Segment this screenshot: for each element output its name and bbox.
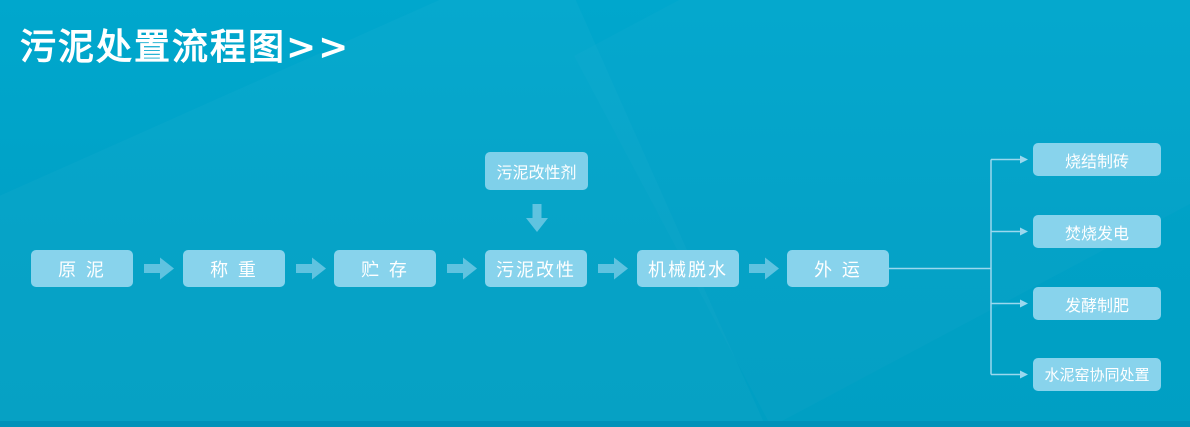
arrow-right-icon: [749, 257, 779, 280]
flow-step-raw-sludge: 原 泥: [31, 250, 133, 287]
branch-connector: [889, 155, 1028, 379]
outcome-cement-kiln-codisposal: 水泥窑协同处置: [1033, 358, 1161, 391]
arrow-right-icon: [598, 257, 628, 280]
page-title: 污泥处置流程图>>: [20, 27, 351, 68]
outcome-fermentation-fertilizer: 发酵制肥: [1033, 287, 1161, 320]
arrow-down-icon: [526, 204, 548, 232]
arrow-right-icon: [144, 257, 174, 280]
footer-strip: [0, 421, 1190, 427]
outcome-incineration-power: 焚烧发电: [1033, 215, 1161, 248]
outcome-sintered-brick: 烧结制砖: [1033, 143, 1161, 176]
flow-step-sludge-modification: 污泥改性: [485, 250, 587, 287]
flow-step-transport-out: 外 运: [787, 250, 889, 287]
flow-step-weighing: 称 重: [183, 250, 285, 287]
arrow-right-icon: [296, 257, 326, 280]
flow-step-storage: 贮 存: [334, 250, 436, 287]
flow-input-sludge-modifier-agent: 污泥改性剂: [485, 152, 588, 190]
flow-step-mechanical-dewatering: 机械脱水: [637, 250, 739, 287]
arrow-right-icon: [447, 257, 477, 280]
